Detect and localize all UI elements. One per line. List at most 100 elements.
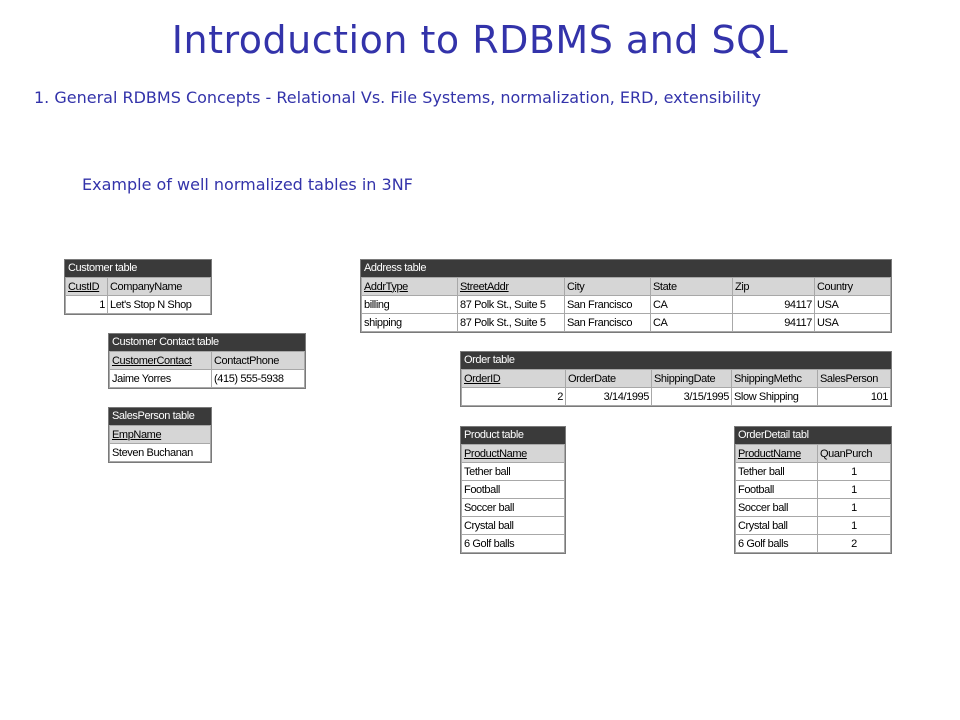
table-cell: Soccer ball xyxy=(735,498,818,517)
table-cell: Tether ball xyxy=(735,462,818,481)
table-cell: Slow Shipping xyxy=(731,387,818,406)
address-table: Address table AddrType StreetAddr City S… xyxy=(360,259,892,333)
table-cell: 94117 xyxy=(732,295,815,314)
table-row: billing 87 Polk St., Suite 5 San Francis… xyxy=(361,295,891,314)
order-table-title: Order table xyxy=(461,352,891,369)
column-header: StreetAddr xyxy=(457,277,565,296)
table-cell: Jaime Yorres xyxy=(109,369,212,388)
table-row: shipping 87 Polk St., Suite 5 San Franci… xyxy=(361,313,891,332)
product-table-title: Product table xyxy=(461,427,565,444)
table-cell: CA xyxy=(650,295,733,314)
order-header-row: OrderID OrderDate ShippingDate ShippingM… xyxy=(461,369,891,388)
table-cell: 87 Polk St., Suite 5 xyxy=(457,295,565,314)
table-row: Steven Buchanan xyxy=(109,443,211,462)
table-cell: Football xyxy=(735,480,818,499)
table-cell: (415) 555-5938 xyxy=(211,369,305,388)
salesperson-table: SalesPerson table EmpName Steven Buchana… xyxy=(108,407,212,463)
table-cell: USA xyxy=(814,313,891,332)
table-row: 6 Golf balls 2 xyxy=(735,534,891,553)
column-header: ProductName xyxy=(735,444,818,463)
table-row: Tether ball 1 xyxy=(735,462,891,481)
table-cell: 3/14/1995 xyxy=(565,387,652,406)
table-cell: 6 Golf balls xyxy=(735,534,818,553)
table-row: Soccer ball 1 xyxy=(735,498,891,517)
salesperson-header-row: EmpName xyxy=(109,425,211,444)
table-cell: 2 xyxy=(817,534,891,553)
table-cell: 1 xyxy=(817,480,891,499)
column-header: ProductName xyxy=(461,444,565,463)
table-cell: 1 xyxy=(65,295,108,314)
orderdetail-grid: ProductName QuanPurch Tether ball 1 Foot… xyxy=(735,444,891,553)
table-cell: 101 xyxy=(817,387,891,406)
column-header: CustomerContact xyxy=(109,351,212,370)
table-cell: Crystal ball xyxy=(461,516,565,535)
address-grid: AddrType StreetAddr City State Zip Count… xyxy=(361,277,891,332)
table-row: Football 1 xyxy=(735,480,891,499)
product-grid: ProductName Tether ball Football Soccer … xyxy=(461,444,565,553)
orderdetail-header-row: ProductName QuanPurch xyxy=(735,444,891,463)
table-cell: 94117 xyxy=(732,313,815,332)
slide-subtitle: 1. General RDBMS Concepts - Relational V… xyxy=(34,88,761,107)
order-grid: OrderID OrderDate ShippingDate ShippingM… xyxy=(461,369,891,406)
table-row: Tether ball xyxy=(461,462,565,481)
table-row: 2 3/14/1995 3/15/1995 Slow Shipping 101 xyxy=(461,387,891,406)
column-header: SalesPerson xyxy=(817,369,891,388)
table-row: Soccer ball xyxy=(461,498,565,517)
table-row: Crystal ball xyxy=(461,516,565,535)
table-cell: billing xyxy=(361,295,458,314)
orderdetail-table-title: OrderDetail tabl xyxy=(735,427,891,444)
column-header: Zip xyxy=(732,277,815,296)
table-cell: 2 xyxy=(461,387,566,406)
table-cell: Crystal ball xyxy=(735,516,818,535)
table-row: Jaime Yorres (415) 555-5938 xyxy=(109,369,305,388)
column-header: OrderDate xyxy=(565,369,652,388)
customer-contact-table-title: Customer Contact table xyxy=(109,334,305,351)
table-row: Football xyxy=(461,480,565,499)
table-cell: 1 xyxy=(817,498,891,517)
table-cell: Steven Buchanan xyxy=(109,443,211,462)
column-header: City xyxy=(564,277,651,296)
example-caption: Example of well normalized tables in 3NF xyxy=(82,175,413,194)
table-cell: 87 Polk St., Suite 5 xyxy=(457,313,565,332)
table-cell: Football xyxy=(461,480,565,499)
table-cell: Soccer ball xyxy=(461,498,565,517)
table-cell: 3/15/1995 xyxy=(651,387,732,406)
column-header: AddrType xyxy=(361,277,458,296)
table-row: 6 Golf balls xyxy=(461,534,565,553)
orderdetail-table: OrderDetail tabl ProductName QuanPurch T… xyxy=(734,426,892,554)
column-header: QuanPurch xyxy=(817,444,891,463)
table-cell: shipping xyxy=(361,313,458,332)
table-row: 1 Let's Stop N Shop xyxy=(65,295,211,314)
salesperson-grid: EmpName Steven Buchanan xyxy=(109,425,211,462)
column-header: State xyxy=(650,277,733,296)
customer-table: Customer table CustID CompanyName 1 Let'… xyxy=(64,259,212,315)
salesperson-table-title: SalesPerson table xyxy=(109,408,211,425)
column-header: ShippingDate xyxy=(651,369,732,388)
slide-title: Introduction to RDBMS and SQL xyxy=(171,18,789,62)
customer-contact-grid: CustomerContact ContactPhone Jaime Yorre… xyxy=(109,351,305,388)
column-header: CustID xyxy=(65,277,108,296)
column-header: ContactPhone xyxy=(211,351,305,370)
column-header: CompanyName xyxy=(107,277,211,296)
table-cell: USA xyxy=(814,295,891,314)
product-header-row: ProductName xyxy=(461,444,565,463)
customer-header-row: CustID CompanyName xyxy=(65,277,211,296)
address-header-row: AddrType StreetAddr City State Zip Count… xyxy=(361,277,891,296)
table-cell: 1 xyxy=(817,516,891,535)
table-row: Crystal ball 1 xyxy=(735,516,891,535)
table-cell: 1 xyxy=(817,462,891,481)
table-cell: Let's Stop N Shop xyxy=(107,295,211,314)
table-cell: CA xyxy=(650,313,733,332)
column-header: EmpName xyxy=(109,425,211,444)
product-table: Product table ProductName Tether ball Fo… xyxy=(460,426,566,554)
order-table: Order table OrderID OrderDate ShippingDa… xyxy=(460,351,892,407)
customer-grid: CustID CompanyName 1 Let's Stop N Shop xyxy=(65,277,211,314)
column-header: Country xyxy=(814,277,891,296)
column-header: OrderID xyxy=(461,369,566,388)
column-header: ShippingMethc xyxy=(731,369,818,388)
customer-table-title: Customer table xyxy=(65,260,211,277)
address-table-title: Address table xyxy=(361,260,891,277)
table-cell: 6 Golf balls xyxy=(461,534,565,553)
table-cell: San Francisco xyxy=(564,295,651,314)
table-cell: Tether ball xyxy=(461,462,565,481)
